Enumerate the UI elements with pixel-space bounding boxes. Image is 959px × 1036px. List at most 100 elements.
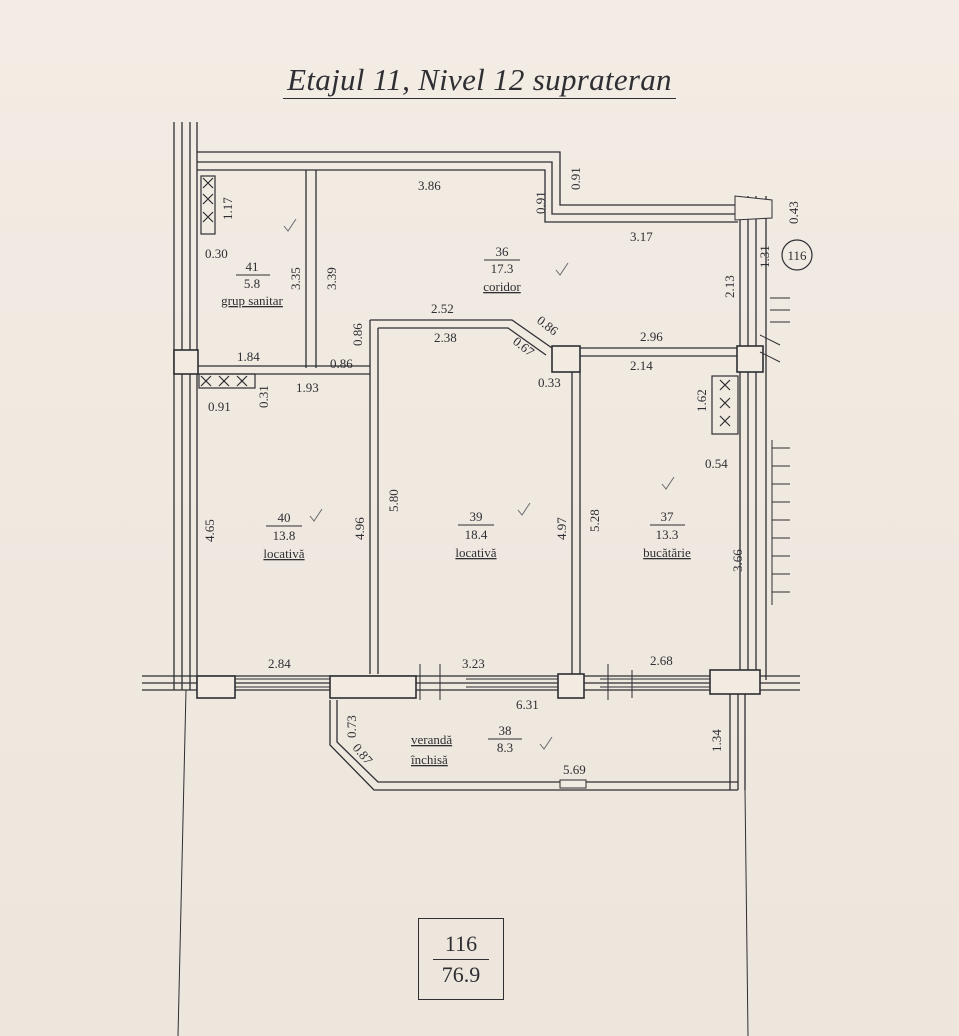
check-40	[309, 508, 323, 522]
dim-2-38: 2.38	[434, 330, 457, 345]
room-41-area: 5.8	[244, 276, 260, 291]
dim-1-34: 1.34	[709, 729, 724, 752]
wall-room40-39	[369, 372, 379, 674]
apartment-tag: 116	[787, 248, 807, 263]
room-labels: 41 5.8 grup sanitar 36 17.3 coridor 40 1…	[221, 244, 691, 767]
front-wall	[142, 675, 800, 691]
top-wall	[197, 151, 740, 223]
dim-3-17: 3.17	[630, 229, 653, 244]
dim-0-54: 0.54	[705, 456, 728, 471]
corner-element	[734, 195, 773, 221]
window-3	[600, 678, 710, 688]
room-38-area: 8.3	[497, 740, 513, 755]
check-marks	[283, 218, 675, 750]
left-wall	[173, 122, 198, 690]
dim-0-73: 0.73	[344, 715, 359, 738]
veranda-window	[559, 779, 587, 789]
pier-3	[557, 673, 585, 699]
corridor-left-wall	[369, 320, 379, 372]
dim-1-93: 1.93	[296, 380, 319, 395]
room-38-number: 38	[499, 723, 512, 738]
balcony-rail	[759, 297, 790, 363]
room-41-name: grup sanitar	[221, 293, 283, 308]
wall-room39-37	[571, 372, 581, 674]
veranda-wall	[329, 700, 738, 791]
dim-0-86a: 0.86	[350, 323, 365, 346]
check-38	[539, 736, 553, 750]
dim-2-96: 2.96	[640, 329, 663, 344]
dim-0-86c: 0.86	[330, 356, 353, 371]
dim-0-43: 0.43	[786, 201, 801, 224]
room-36-area: 17.3	[491, 261, 514, 276]
check-39	[517, 502, 531, 516]
dim-3-86: 3.86	[418, 178, 441, 193]
total-area-box: 116 76.9	[418, 918, 504, 1000]
shaft-bath-2-x	[200, 375, 248, 387]
front-windows	[235, 664, 710, 789]
dim-2-13: 2.13	[722, 275, 737, 298]
room-40-area: 13.8	[273, 528, 296, 543]
dim-0-86b: 0.86	[534, 313, 562, 339]
dim-3-39: 3.39	[324, 267, 339, 290]
dim-2-52: 2.52	[431, 301, 454, 316]
bathroom-wall	[305, 170, 317, 368]
dim-4-65: 4.65	[202, 519, 217, 542]
total-apartment-number: 116	[444, 931, 478, 956]
pier-1	[196, 675, 236, 699]
dim-0-91c: 0.91	[208, 399, 231, 414]
dim-4-97: 4.97	[554, 517, 569, 540]
dim-2-14: 2.14	[630, 358, 653, 373]
dim-0-30: 0.30	[205, 246, 228, 261]
shaft-kitchen-x	[719, 379, 731, 427]
dim-3-35: 3.35	[288, 267, 303, 290]
check-41	[283, 218, 297, 232]
room-37-number: 37	[661, 509, 675, 524]
room-41-number: 41	[246, 259, 259, 274]
shaft-bath-x	[202, 177, 214, 223]
room-37-area: 13.3	[656, 527, 679, 542]
dim-0-91a: 0.91	[533, 191, 548, 214]
check-36	[555, 262, 569, 276]
room-36-name: coridor	[483, 279, 521, 294]
dimension-labels: 1.17 0.30 3.86 0.91 0.91 0.43 3.17 1.31 …	[202, 167, 801, 777]
dim-0-67: 0.67	[510, 334, 538, 360]
room-36-number: 36	[496, 244, 510, 259]
floor-title-text: Etajul 11, Nivel 12 suprateran	[283, 62, 676, 99]
dim-6-31: 6.31	[516, 697, 539, 712]
radiator	[771, 440, 790, 605]
dim-5-28: 5.28	[587, 509, 602, 532]
dim-2-68: 2.68	[650, 653, 673, 668]
dim-0-91b: 0.91	[568, 167, 583, 190]
column-right	[736, 345, 764, 373]
pier-4	[709, 669, 761, 695]
dim-5-69: 5.69	[563, 762, 586, 777]
dim-1-17: 1.17	[220, 197, 235, 220]
dim-5-80: 5.80	[386, 489, 401, 512]
total-rule	[433, 959, 489, 960]
shaft-kitchen	[711, 375, 739, 435]
shaft-bath-2	[198, 373, 256, 389]
right-wall	[739, 196, 767, 680]
door-ticks	[419, 664, 633, 700]
dim-3-23: 3.23	[462, 656, 485, 671]
dim-1-84: 1.84	[237, 349, 260, 364]
window-1	[235, 678, 330, 688]
column-center	[551, 345, 581, 373]
columns	[173, 345, 764, 699]
pier-2	[329, 675, 417, 699]
veranda-side-wall	[729, 690, 746, 790]
dim-1-62: 1.62	[694, 389, 709, 412]
room-39-name: locativă	[455, 545, 496, 560]
shaft-bath	[200, 175, 216, 235]
room-40-name: locativă	[263, 546, 304, 561]
kitchen-top-wall	[580, 347, 740, 357]
dim-0-87: 0.87	[350, 740, 376, 767]
apartment-tag-circle	[781, 239, 813, 271]
room-40-number: 40	[278, 510, 291, 525]
dim-2-84: 2.84	[268, 656, 291, 671]
floor-title: Etajul 11, Nivel 12 suprateran	[0, 62, 959, 99]
lot-lines	[177, 689, 749, 1036]
vent-shafts	[198, 175, 739, 435]
